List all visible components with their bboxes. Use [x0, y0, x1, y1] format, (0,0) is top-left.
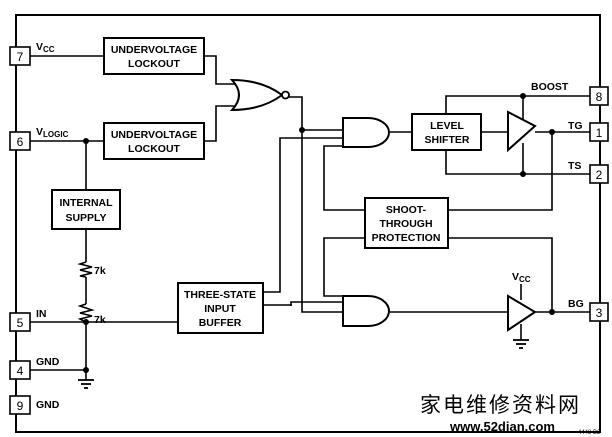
svg-text:INPUT: INPUT	[204, 303, 236, 315]
svg-text:3: 3	[596, 306, 603, 320]
svg-text:4: 4	[17, 364, 24, 378]
svg-text:2: 2	[596, 168, 603, 182]
wires	[30, 55, 590, 380]
svg-text:5: 5	[17, 316, 24, 330]
ground-symbol-left	[78, 379, 94, 389]
pin-2-ts: 2 TS	[568, 160, 609, 184]
pin-3-bg: 3 BG	[568, 298, 609, 322]
svg-text:SHOOT-: SHOOT-	[386, 204, 427, 216]
tg-driver-buffer	[507, 110, 537, 153]
pin-6-vlogic: 6 VLOGIC	[9, 126, 69, 151]
svg-text:THREE-STATE: THREE-STATE	[184, 289, 256, 301]
svg-text:INTERNAL: INTERNAL	[59, 197, 113, 209]
block-shoot-through-protection: SHOOT- THROUGH PROTECTION	[364, 197, 449, 249]
ground-symbol-driver	[513, 339, 529, 349]
pin-4-gnd: 4 GND	[9, 356, 60, 380]
svg-text:7k: 7k	[94, 265, 106, 277]
block-uvlo-bottom: UNDERVOLTAGE LOCKOUT	[103, 122, 205, 160]
svg-text:VCC: VCC	[36, 41, 55, 54]
svg-text:THROUGH: THROUGH	[379, 218, 432, 230]
svg-text:UNDERVOLTAGE: UNDERVOLTAGE	[111, 129, 197, 141]
svg-text:SHIFTER: SHIFTER	[425, 134, 470, 146]
nor-gate	[229, 78, 290, 112]
svg-text:1: 1	[596, 126, 603, 140]
pin-5-in: 5 IN	[9, 308, 47, 332]
resistor-upper: 7k	[77, 261, 106, 278]
bg-driver-buffer	[507, 294, 537, 332]
svg-text:LOCKOUT: LOCKOUT	[128, 143, 180, 155]
svg-text:BOOST: BOOST	[531, 81, 569, 93]
svg-text:7: 7	[17, 50, 24, 64]
svg-text:BUFFER: BUFFER	[199, 317, 242, 329]
chip-outline	[15, 14, 601, 433]
watermark-url: www.52dian.com	[449, 419, 555, 434]
pin-7-vcc: 7 VCC	[9, 41, 55, 66]
watermark-part-code: 4448 B2	[578, 430, 601, 436]
svg-text:LOCKOUT: LOCKOUT	[128, 58, 180, 70]
svg-text:6: 6	[17, 135, 24, 149]
block-three-state-buffer: THREE-STATE INPUT BUFFER	[177, 282, 264, 334]
svg-text:GND: GND	[36, 399, 60, 411]
watermark-chinese-text: 家电维修资料网	[420, 394, 581, 417]
svg-text:TG: TG	[568, 120, 583, 132]
svg-text:7k: 7k	[94, 314, 106, 326]
svg-text:9: 9	[17, 399, 24, 413]
svg-text:BG: BG	[568, 298, 584, 310]
svg-text:LEVEL: LEVEL	[430, 120, 464, 132]
junction-dots	[83, 93, 555, 373]
svg-text:TS: TS	[568, 160, 581, 172]
svg-text:GND: GND	[36, 356, 60, 368]
block-uvlo-top: UNDERVOLTAGE LOCKOUT	[103, 37, 205, 75]
and-gate-top	[342, 117, 390, 148]
svg-text:IN: IN	[36, 308, 47, 320]
block-level-shifter: LEVEL SHIFTER	[411, 113, 482, 151]
block-internal-supply: INTERNAL SUPPLY	[51, 189, 121, 230]
and-gate-bottom	[342, 295, 390, 327]
driver-vcc-label: VCC	[512, 271, 531, 284]
pin-1-tg: 1 TG	[568, 120, 609, 142]
svg-text:VCC: VCC	[512, 271, 531, 284]
pin-8-boost: 8 BOOST	[531, 81, 609, 106]
svg-text:UNDERVOLTAGE: UNDERVOLTAGE	[111, 44, 197, 56]
pin-9-gnd: 9 GND	[9, 395, 60, 415]
svg-text:8: 8	[596, 90, 603, 104]
svg-text:SUPPLY: SUPPLY	[65, 212, 106, 224]
resistor-lower: 7k	[77, 303, 106, 326]
svg-text:VLOGIC: VLOGIC	[36, 126, 69, 139]
svg-text:PROTECTION: PROTECTION	[372, 232, 441, 244]
